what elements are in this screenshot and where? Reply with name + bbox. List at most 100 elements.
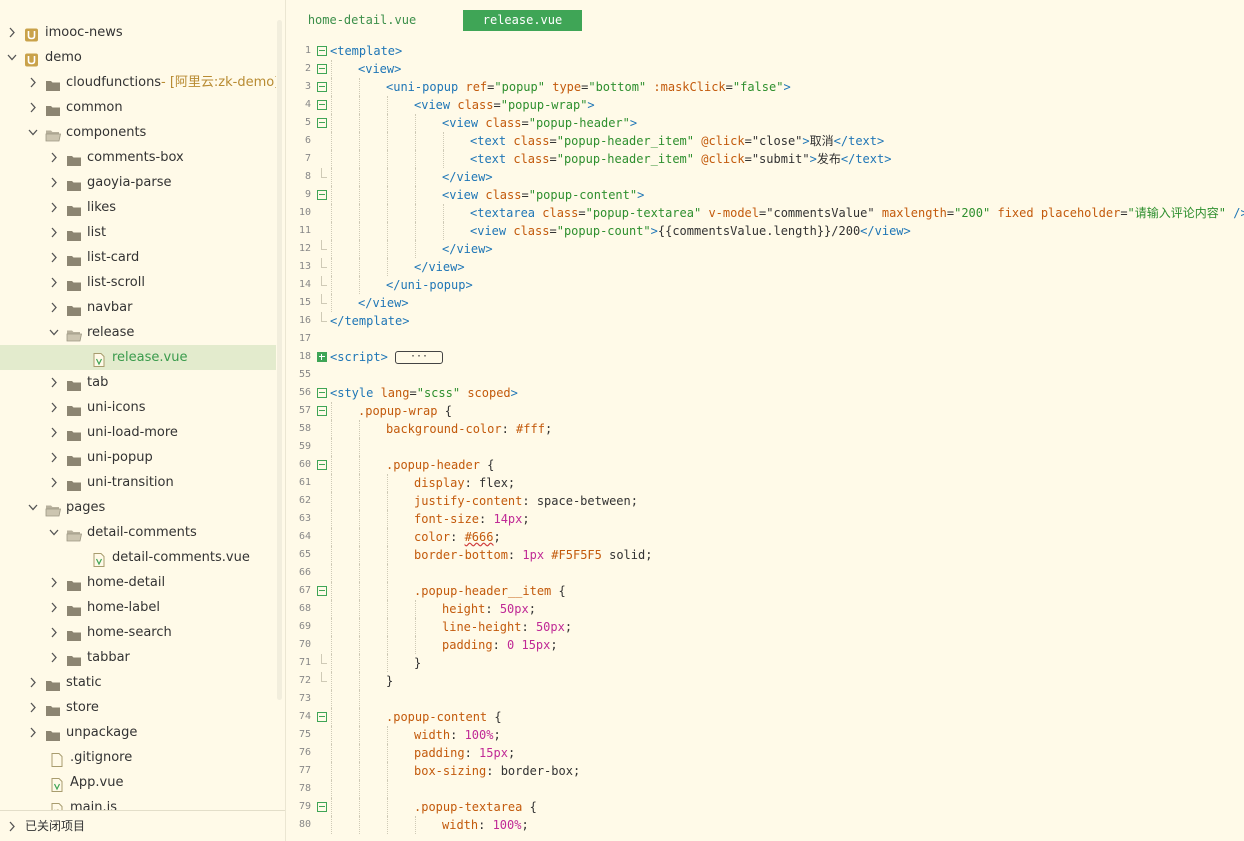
chevron-right-icon[interactable] bbox=[27, 95, 39, 120]
tree-item[interactable]: unpackage bbox=[0, 720, 276, 745]
chevron-right-icon[interactable] bbox=[48, 570, 60, 595]
closed-projects-section[interactable]: 已关闭项目 bbox=[0, 810, 285, 841]
code-token: class bbox=[457, 98, 494, 112]
fold-end-marker bbox=[321, 294, 327, 304]
tree-item[interactable]: release bbox=[0, 320, 276, 345]
fold-collapse-icon[interactable] bbox=[317, 460, 327, 470]
sidebar-scrollbar[interactable] bbox=[277, 20, 282, 700]
tree-item[interactable]: gaoyia-parse bbox=[0, 170, 276, 195]
chevron-right-icon[interactable] bbox=[27, 720, 39, 745]
tree-item[interactable]: .gitignore bbox=[0, 745, 276, 770]
chevron-right-icon[interactable] bbox=[6, 814, 18, 839]
code-line: 15</view> bbox=[286, 294, 1244, 312]
tree-item[interactable]: store bbox=[0, 695, 276, 720]
fold-collapse-icon[interactable] bbox=[317, 406, 327, 416]
code-line: 1<template> bbox=[286, 42, 1244, 60]
tree-item[interactable]: uni-transition bbox=[0, 470, 276, 495]
tree-item-label: navbar bbox=[87, 300, 133, 315]
code-text: </template> bbox=[330, 312, 409, 330]
tree-item[interactable]: comments-box bbox=[0, 145, 276, 170]
tree-item[interactable]: pages bbox=[0, 495, 276, 520]
tree-item[interactable]: uni-popup bbox=[0, 445, 276, 470]
tree-item[interactable]: detail-comments.vue bbox=[0, 545, 276, 570]
fold-collapse-icon[interactable] bbox=[317, 190, 327, 200]
chevron-right-icon[interactable] bbox=[48, 470, 60, 495]
tree-item[interactable]: components bbox=[0, 120, 276, 145]
tree-item[interactable]: uni-icons bbox=[0, 395, 276, 420]
fold-collapse-icon[interactable] bbox=[317, 388, 327, 398]
fold-collapse-icon[interactable] bbox=[317, 586, 327, 596]
chevron-right-icon[interactable] bbox=[48, 370, 60, 395]
code-token: : bbox=[501, 422, 517, 436]
fold-collapse-icon[interactable] bbox=[317, 802, 327, 812]
tab-home-detail[interactable]: home-detail.vue bbox=[302, 10, 422, 31]
chevron-right-icon[interactable] bbox=[48, 395, 60, 420]
code-token: #F5F5F5 bbox=[551, 548, 602, 562]
tree-item[interactable]: release.vue bbox=[0, 345, 276, 370]
chevron-right-icon[interactable] bbox=[48, 295, 60, 320]
chevron-right-icon[interactable] bbox=[48, 620, 60, 645]
fold-end-marker bbox=[321, 168, 327, 178]
fold-collapse-icon[interactable] bbox=[317, 712, 327, 722]
tree-item[interactable]: tab bbox=[0, 370, 276, 395]
tree-item[interactable]: App.vue bbox=[0, 770, 276, 795]
tree-item[interactable]: demo bbox=[0, 45, 276, 70]
indent-guide bbox=[415, 222, 416, 240]
tree-item[interactable]: list-card bbox=[0, 245, 276, 270]
indent-guide bbox=[359, 672, 360, 690]
fold-collapse-icon[interactable] bbox=[317, 118, 327, 128]
tree-item[interactable]: cloudfunctions - [阿里云:zk-demo] bbox=[0, 70, 276, 95]
chevron-right-icon[interactable] bbox=[48, 170, 60, 195]
chevron-down-icon[interactable] bbox=[27, 120, 39, 145]
tree-item[interactable]: list bbox=[0, 220, 276, 245]
tree-item-label: pages bbox=[66, 500, 106, 515]
indent-guide bbox=[331, 582, 332, 600]
fold-collapse-icon[interactable] bbox=[317, 46, 327, 56]
chevron-right-icon[interactable] bbox=[27, 70, 39, 95]
code-token: <view bbox=[414, 98, 458, 112]
chevron-right-icon[interactable] bbox=[48, 420, 60, 445]
chevron-right-icon[interactable] bbox=[48, 445, 60, 470]
indent-guide bbox=[359, 510, 360, 528]
chevron-down-icon[interactable] bbox=[48, 320, 60, 345]
tree-item[interactable]: JSmain.js bbox=[0, 795, 276, 810]
indent-guide bbox=[443, 222, 444, 240]
tree-item[interactable]: imooc-news bbox=[0, 20, 276, 45]
chevron-down-icon[interactable] bbox=[6, 45, 18, 70]
tree-item[interactable]: static bbox=[0, 670, 276, 695]
tree-item[interactable]: likes bbox=[0, 195, 276, 220]
folded-code-ellipsis[interactable]: ··· bbox=[395, 351, 444, 364]
chevron-right-icon[interactable] bbox=[48, 145, 60, 170]
indent-guide bbox=[359, 690, 360, 708]
tab-release[interactable]: release.vue bbox=[463, 10, 582, 31]
tree-item[interactable]: detail-comments bbox=[0, 520, 276, 545]
tree-item[interactable]: home-label bbox=[0, 595, 276, 620]
fold-collapse-icon[interactable] bbox=[317, 64, 327, 74]
tree-item[interactable]: list-scroll bbox=[0, 270, 276, 295]
chevron-right-icon[interactable] bbox=[27, 670, 39, 695]
fold-expand-icon[interactable] bbox=[317, 352, 327, 362]
tree-item[interactable]: navbar bbox=[0, 295, 276, 320]
line-number: 14 bbox=[298, 279, 311, 290]
chevron-right-icon[interactable] bbox=[48, 220, 60, 245]
chevron-right-icon[interactable] bbox=[6, 20, 18, 45]
chevron-right-icon[interactable] bbox=[48, 195, 60, 220]
chevron-right-icon[interactable] bbox=[48, 645, 60, 670]
tree-item[interactable]: home-detail bbox=[0, 570, 276, 595]
indent-guide bbox=[387, 114, 388, 132]
fold-collapse-icon[interactable] bbox=[317, 100, 327, 110]
fold-collapse-icon[interactable] bbox=[317, 82, 327, 92]
chevron-right-icon[interactable] bbox=[48, 270, 60, 295]
tree-item[interactable]: tabbar bbox=[0, 645, 276, 670]
code-editor[interactable]: 1<template>2<view>3<uni-popup ref="popup… bbox=[286, 42, 1244, 841]
tree-item[interactable]: uni-load-more bbox=[0, 420, 276, 445]
chevron-down-icon[interactable] bbox=[48, 520, 60, 545]
tree-item[interactable]: home-search bbox=[0, 620, 276, 645]
code-token: <textarea bbox=[470, 206, 543, 220]
chevron-right-icon[interactable] bbox=[27, 695, 39, 720]
chevron-down-icon[interactable] bbox=[27, 495, 39, 520]
tree-item[interactable]: common bbox=[0, 95, 276, 120]
chevron-right-icon[interactable] bbox=[48, 245, 60, 270]
chevron-right-icon[interactable] bbox=[48, 595, 60, 620]
code-line: 67.popup-header__item { bbox=[286, 582, 1244, 600]
